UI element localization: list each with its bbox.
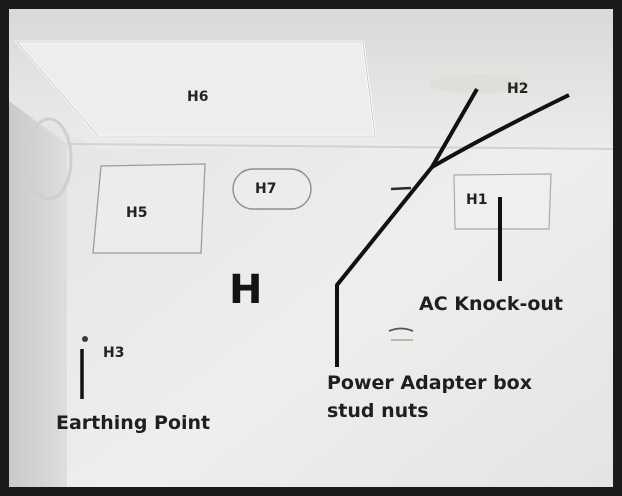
h2-pointer-line — [430, 93, 570, 169]
top-shadow — [429, 75, 529, 93]
h6-label: H6 — [187, 89, 209, 105]
enclosure-scene — [9, 9, 613, 487]
h1-label: H1 — [466, 192, 488, 208]
h5-label: H5 — [126, 205, 148, 221]
h-center-label: H — [229, 267, 263, 313]
h7-label: H7 — [255, 181, 277, 197]
stud-nut-lower — [388, 327, 414, 332]
ac-knockout-label: AC Knock-out — [419, 293, 564, 315]
power-adapter-label-line1: Power Adapter box — [327, 372, 532, 394]
earthing-point-label: Earthing Point — [56, 412, 211, 434]
h2-label: H2 — [507, 81, 529, 97]
h3-label: H3 — [103, 345, 125, 361]
stud-nut-upper — [390, 186, 412, 191]
h1-knockout-outline — [453, 173, 552, 230]
panel-edge — [66, 143, 613, 150]
h6-knockout-edge — [16, 41, 376, 138]
enclosure-photo: H6 H2 H5 H7 H1 H3 H AC Knock-out Power A… — [9, 9, 613, 487]
h7-knockout-outline — [232, 168, 312, 210]
h3-earthing-hole — [82, 336, 88, 342]
h5-knockout-outline — [92, 163, 206, 254]
power-adapter-pointer-line — [335, 88, 479, 367]
left-wall-dent — [25, 117, 73, 201]
power-adapter-label-line2: stud nuts — [327, 400, 429, 422]
